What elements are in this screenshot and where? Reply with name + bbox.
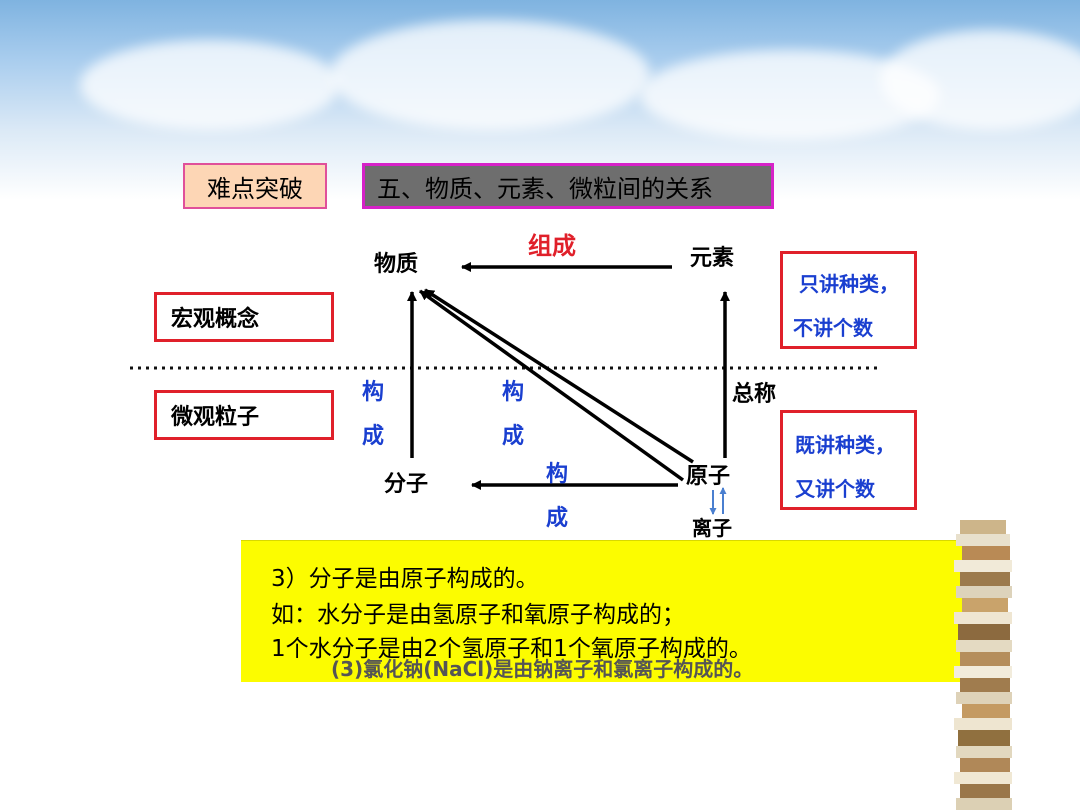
note2-line2: 又讲个数 bbox=[795, 477, 875, 501]
arrow-atom-to-substance-a bbox=[424, 288, 694, 464]
overlay-line-2: 如：水分子是由氢原子和氧原子构成的； bbox=[271, 602, 685, 628]
label-cheng-middle: 成 bbox=[502, 424, 525, 449]
explanation-overlay: (3)氯化钠(NaCl)是由钠离子和氯离子构成的。 3）分子是由原子构成的。 如… bbox=[241, 540, 1005, 682]
overlay-line-3: 1个水分子是由2个氢原子和1个氧原子构成的。 bbox=[271, 636, 752, 662]
micro-particle-label: 微观粒子 bbox=[171, 405, 260, 430]
arrow-ion-to-substance bbox=[418, 289, 685, 482]
book-stack-image bbox=[954, 520, 1012, 810]
node-atom: 原子 bbox=[686, 464, 731, 489]
overlay-line-1: 3）分子是由原子构成的。 bbox=[271, 566, 539, 592]
label-cheng-bottom: 成 bbox=[546, 506, 569, 531]
node-substance: 物质 bbox=[374, 252, 419, 277]
macro-concept-box: 宏观概念 bbox=[154, 292, 334, 342]
label-cheng-left: 成 bbox=[362, 424, 385, 449]
node-ion: 离子 bbox=[692, 516, 732, 540]
note1-line2: 不讲个数 bbox=[793, 316, 873, 340]
micro-particle-box: 微观粒子 bbox=[154, 390, 334, 440]
note1-line1: 只讲种类， bbox=[799, 272, 899, 296]
label-composition: 组成 bbox=[528, 232, 576, 260]
overlay-hidden-line: (3)氯化钠(NaCl)是由钠离子和氯离子构成的。 bbox=[331, 657, 754, 681]
difficulty-tag: 难点突破 bbox=[183, 163, 327, 209]
node-element: 元素 bbox=[690, 246, 735, 271]
label-general-term: 总称 bbox=[732, 382, 777, 407]
sky-background bbox=[0, 0, 1080, 200]
label-gou-bottom: 构 bbox=[546, 462, 569, 487]
element-note-box: 只讲种类， 不讲个数 bbox=[780, 251, 917, 349]
note2-line1: 既讲种类， bbox=[795, 433, 895, 457]
node-molecule: 分子 bbox=[384, 472, 429, 497]
macro-concept-label: 宏观概念 bbox=[171, 307, 260, 332]
label-gou-left: 构 bbox=[362, 380, 385, 405]
slide-title: 五、物质、元素、微粒间的关系 bbox=[362, 163, 774, 209]
atom-note-box: 既讲种类， 又讲个数 bbox=[780, 410, 917, 510]
label-gou-middle: 构 bbox=[502, 380, 525, 405]
